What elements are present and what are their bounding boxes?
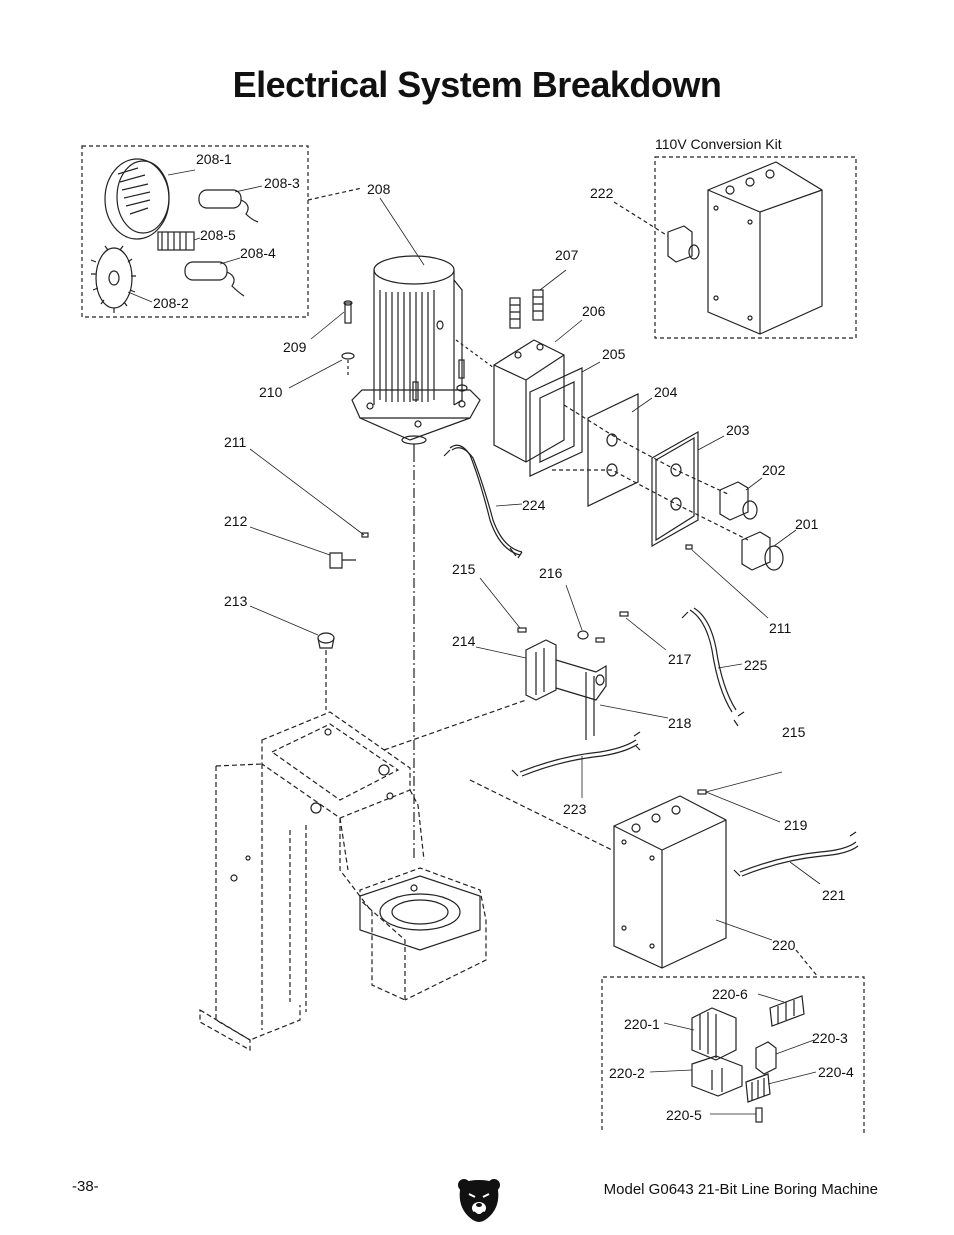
- overload-relay-part: [649, 1055, 743, 1097]
- label-220-5: 220-5: [666, 1107, 702, 1123]
- page-title: Electrical System Breakdown: [232, 64, 722, 105]
- label-213: 213: [224, 593, 248, 609]
- label-208-3: 208-3: [264, 175, 300, 191]
- label-208-4: 208-4: [240, 245, 276, 261]
- label-211-right: 211: [769, 620, 792, 636]
- label-221: 221: [822, 887, 846, 903]
- switch-cord-part: [511, 731, 641, 798]
- motor-part: [351, 197, 481, 452]
- terminal-block-part: [157, 231, 201, 251]
- label-215-right: 215: [782, 724, 806, 740]
- label-203: 203: [726, 422, 750, 438]
- label-206: 206: [582, 303, 606, 319]
- strain-relief-part: [249, 448, 369, 569]
- label-201: 201: [795, 516, 819, 532]
- fan-cover-part: [104, 158, 196, 240]
- power-cord-part: [443, 444, 523, 559]
- conversion-kit-switch-part: [613, 161, 823, 335]
- conversion-kit-label: 110V Conversion Kit: [655, 136, 782, 152]
- label-208-2: 208-2: [153, 295, 189, 311]
- label-223: 223: [563, 801, 587, 817]
- capacitor-part-top: [198, 185, 263, 223]
- motor-parts-group-box: [81, 145, 309, 318]
- motor-cord-part: [681, 607, 745, 727]
- auxiliary-contact-part: [755, 1039, 815, 1075]
- capacitor-part-bottom: [184, 257, 245, 297]
- screw-part-right: [685, 544, 769, 619]
- magnetic-switch-part: [613, 771, 819, 978]
- knob-part: [249, 605, 335, 710]
- plate-part: [587, 393, 653, 507]
- page-number: -38-: [72, 1178, 99, 1195]
- label-220-3: 220-3: [812, 1030, 848, 1046]
- label-208-5: 208-5: [200, 227, 236, 243]
- label-220: 220: [772, 937, 796, 953]
- label-216: 216: [539, 565, 563, 581]
- bracket-hardware-part: [479, 577, 667, 651]
- label-219: 219: [784, 817, 808, 833]
- contactor-part: [663, 1007, 737, 1061]
- label-212: 212: [224, 513, 248, 529]
- label-204: 204: [654, 384, 678, 400]
- label-205: 205: [602, 346, 626, 362]
- magnetic-switch-cord-part: [733, 831, 859, 885]
- label-224: 224: [522, 497, 546, 513]
- cover-plate-part: [651, 430, 725, 548]
- label-215-left: 215: [452, 561, 476, 577]
- label-220-2: 220-2: [609, 1065, 645, 1081]
- fuse-part: [710, 1107, 763, 1123]
- label-217: 217: [668, 651, 692, 667]
- label-220-6: 220-6: [712, 986, 748, 1002]
- base-spindle-flange: [230, 728, 481, 951]
- terminal-block-part-b: [745, 1071, 817, 1103]
- mounting-bracket-part: [475, 639, 669, 740]
- motor-fan-part: [90, 245, 153, 313]
- label-220-4: 220-4: [818, 1064, 854, 1080]
- label-225: 225: [744, 657, 768, 673]
- screw-washer-part: [288, 300, 468, 401]
- gasket-part: [529, 361, 601, 477]
- label-210: 210: [259, 384, 283, 400]
- label-211-left: 211: [224, 434, 247, 450]
- junction-box-part: [455, 269, 583, 463]
- machine-base-outline: [199, 699, 613, 1052]
- bear-head-logo-icon: [458, 1179, 500, 1222]
- switchbox-parts-group-box: [601, 976, 865, 1133]
- model-name: Model G0643 21-Bit Line Boring Machine: [603, 1181, 878, 1198]
- label-218: 218: [668, 715, 692, 731]
- label-207: 207: [555, 247, 579, 263]
- stop-switch-part: [741, 529, 797, 571]
- label-220-1: 220-1: [624, 1016, 660, 1032]
- conversion-kit-group-box: [654, 156, 857, 339]
- label-208: 208: [367, 181, 391, 197]
- label-214: 214: [452, 633, 476, 649]
- label-202: 202: [762, 462, 786, 478]
- label-208-1: 208-1: [196, 151, 232, 167]
- label-222: 222: [590, 185, 614, 201]
- terminal-block-part-a: [757, 993, 805, 1027]
- start-switch-part: [719, 477, 763, 521]
- label-209: 209: [283, 339, 307, 355]
